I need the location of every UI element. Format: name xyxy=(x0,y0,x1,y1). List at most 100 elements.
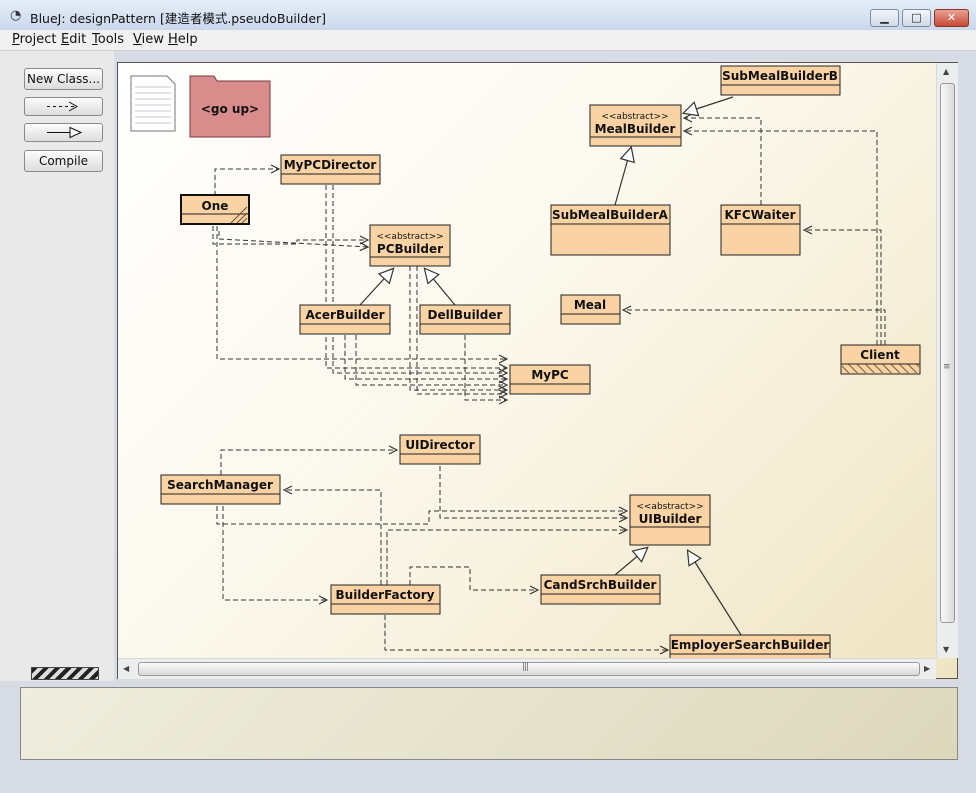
go-up-folder-icon[interactable]: <go up> xyxy=(189,75,271,138)
class-name-label: CandSrchBuilder xyxy=(544,578,657,592)
class-my-pc-director[interactable]: MyPCDirector xyxy=(280,154,381,185)
dep-one-mypc xyxy=(216,226,507,359)
go-up-label: <go up> xyxy=(201,102,259,116)
dep-acer-mypc2 xyxy=(355,335,507,385)
menu-edit[interactable]: Edit xyxy=(61,32,86,47)
status-bar xyxy=(0,772,976,793)
class-sub-meal-builder-a[interactable]: SubMealBuilderA xyxy=(550,204,671,256)
menu-help-label: elp xyxy=(177,32,198,47)
menu-edit-mnemonic: E xyxy=(61,32,70,47)
menu-project[interactable]: Project xyxy=(12,32,57,47)
menu-tools-mnemonic: T xyxy=(92,32,98,47)
scroll-right-arrow-icon[interactable]: ▶ xyxy=(924,664,931,673)
class-one[interactable]: One xyxy=(180,194,250,225)
class-name-label: KFCWaiter xyxy=(724,208,795,222)
class-name-label: MealBuilder xyxy=(595,122,676,136)
scroll-up-arrow-icon[interactable]: ▲ xyxy=(943,67,950,76)
vertical-scroll-thumb[interactable]: ≡ xyxy=(940,83,955,623)
dep-one-pcbuilder2 xyxy=(218,231,368,247)
dependency-arrow-button[interactable] xyxy=(24,97,103,116)
dep-search-uidirector xyxy=(220,450,397,475)
class-dell-builder[interactable]: DellBuilder xyxy=(419,304,511,335)
menu-tools[interactable]: Tools xyxy=(92,32,124,47)
inh-candsrch-uibuilder xyxy=(614,548,647,576)
inh-employer-uibuilder xyxy=(688,551,742,636)
dashed-arrow-icon xyxy=(47,101,79,112)
dep-client-kfc xyxy=(804,230,882,345)
dep-uidirector-uibuilder xyxy=(439,466,627,518)
close-button[interactable]: ✕ xyxy=(934,9,969,27)
class-sub-meal-builder-b[interactable]: SubMealBuilderB xyxy=(720,65,841,96)
dep-one-mypcdirector xyxy=(214,169,279,196)
inh-acer-pcbuilder xyxy=(359,269,393,306)
class-name-label: SubMealBuilderA xyxy=(552,208,669,222)
minimize-button[interactable]: ▁ xyxy=(870,9,899,27)
dep-pcbuilder-mypc2 xyxy=(416,266,507,394)
dep-factory-employer xyxy=(384,615,668,650)
dep-search-factory xyxy=(222,506,327,600)
grip-icon: ||| xyxy=(522,662,529,672)
class-diagram-canvas[interactable]: <go up> SubMealBuilderB <<abstract>> Mea… xyxy=(117,62,958,679)
compile-button[interactable]: Compile xyxy=(24,150,103,172)
class-pc-builder[interactable]: <<abstract>> PCBuilder xyxy=(369,224,451,267)
dep-factory-search xyxy=(284,490,382,585)
scroll-down-arrow-icon[interactable]: ▼ xyxy=(943,645,950,654)
menu-project-mnemonic: P xyxy=(12,32,20,47)
class-name-label: <<abstract>> xyxy=(601,112,668,122)
class-name-label: UIBuilder xyxy=(639,512,702,526)
class-acer-builder[interactable]: AcerBuilder xyxy=(299,304,391,335)
class-meal[interactable]: Meal xyxy=(560,294,621,325)
class-name-label: EmployerSearchBuilder xyxy=(671,638,830,652)
new-class-button[interactable]: New Class... xyxy=(24,68,103,90)
dep-dell-mypc xyxy=(464,335,507,400)
class-builder-factory[interactable]: BuilderFactory xyxy=(330,584,441,615)
inh-dell-pcbuilder xyxy=(425,269,456,306)
dep-director-mypc2 xyxy=(332,185,507,373)
class-kfc-waiter[interactable]: KFCWaiter xyxy=(720,204,801,256)
maximize-button[interactable]: □ xyxy=(902,9,931,27)
window-title: BlueJ: designPattern [建造者模式.pseudoBuilde… xyxy=(30,11,327,26)
menu-tools-label: ools xyxy=(97,32,125,47)
menu-project-label: roject xyxy=(19,32,57,47)
class-name-label: MyPC xyxy=(531,368,569,382)
menu-help[interactable]: Help xyxy=(168,32,198,47)
inheritance-arrow-icon xyxy=(47,126,83,139)
menu-help-mnemonic: H xyxy=(168,32,178,47)
class-name-label: UIDirector xyxy=(405,438,474,452)
dep-client-meal xyxy=(623,310,886,345)
machine-activity-indicator xyxy=(31,667,99,680)
dep-factory-candsrch xyxy=(409,566,538,590)
inh-suba-mealbuilder xyxy=(614,148,631,206)
menu-bar: Project Edit Tools View Help xyxy=(0,30,976,51)
class-name-label: DellBuilder xyxy=(428,308,503,322)
class-ui-builder[interactable]: <<abstract>> UIBuilder xyxy=(629,494,711,546)
class-search-manager[interactable]: SearchManager xyxy=(160,474,281,505)
class-cand-srch-builder[interactable]: CandSrchBuilder xyxy=(540,574,661,605)
horizontal-scroll-thumb[interactable]: ||| xyxy=(138,662,920,676)
inheritance-arrow-button[interactable] xyxy=(24,123,103,142)
title-bar: ◔ BlueJ: designPattern [建造者模式.pseudoBuil… xyxy=(0,0,976,31)
class-ui-director[interactable]: UIDirector xyxy=(399,434,481,465)
dep-factory-uibuilder xyxy=(386,530,627,585)
dep-director-mypc xyxy=(325,185,507,368)
dep-acer-mypc xyxy=(344,335,507,379)
class-name-label: MyPCDirector xyxy=(284,158,377,172)
class-name-label: SearchManager xyxy=(167,478,273,492)
class-my-pc[interactable]: MyPC xyxy=(509,364,591,395)
grip-icon: ≡ xyxy=(943,362,950,372)
scroll-left-arrow-icon[interactable]: ◀ xyxy=(123,664,130,673)
vertical-scrollbar[interactable]: ▲ ≡ ▼ xyxy=(936,63,958,658)
class-meal-builder[interactable]: <<abstract>> MealBuilder xyxy=(589,104,682,147)
class-name-label: <<abstract>> xyxy=(376,232,443,242)
horizontal-scrollbar[interactable]: ◀ ||| ▶ xyxy=(118,658,936,679)
class-name-label: <<abstract>> xyxy=(636,502,703,512)
menu-edit-label: dit xyxy=(69,32,87,47)
dep-pcbuilder-mypc xyxy=(409,266,507,390)
class-client[interactable]: Client xyxy=(840,344,921,375)
menu-view-mnemonic: V xyxy=(133,32,142,47)
inh-subb-mealbuilder xyxy=(684,96,734,113)
tool-panel xyxy=(0,51,114,681)
menu-view[interactable]: View xyxy=(133,32,164,47)
class-name-label: SubMealBuilderB xyxy=(722,69,838,83)
bluej-app-icon: ◔ xyxy=(10,8,22,23)
